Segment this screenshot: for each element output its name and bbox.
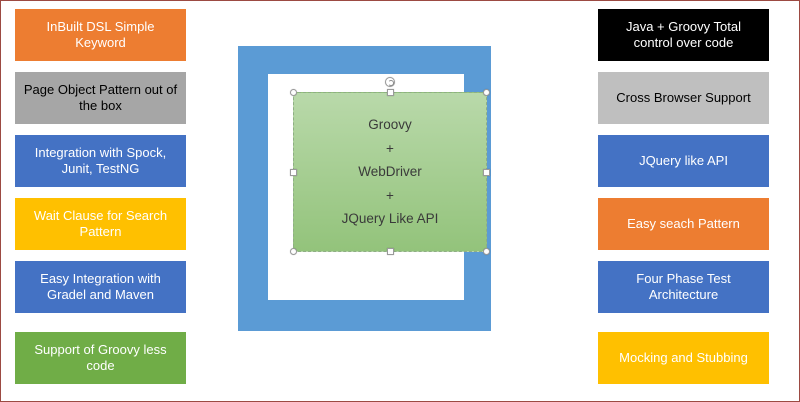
left-feature-column: InBuilt DSL Simple Keyword Page Object P…	[15, 9, 186, 384]
left-feature-box: Integration with Spock, Junit, TestNG	[15, 135, 186, 187]
right-feature-box: Java + Groovy Total control over code	[598, 9, 769, 61]
right-feature-box: JQuery like API	[598, 135, 769, 187]
left-feature-box: Page Object Pattern out of the box	[15, 72, 186, 124]
left-feature-box: Support of Groovy less code	[15, 332, 186, 384]
rotate-handle-icon[interactable]	[385, 77, 395, 87]
groovy-webdriver-shape[interactable]: Groovy + WebDriver + JQuery Like API	[290, 77, 490, 255]
right-feature-box: Cross Browser Support	[598, 72, 769, 124]
resize-handle-top-left[interactable]	[290, 89, 297, 96]
resize-handle-middle-left[interactable]	[290, 169, 297, 176]
resize-handle-middle-right[interactable]	[483, 169, 490, 176]
resize-handle-top-middle[interactable]	[387, 89, 394, 96]
right-feature-box: Mocking and Stubbing	[598, 332, 769, 384]
groovy-webdriver-label: Groovy + WebDriver + JQuery Like API	[341, 116, 439, 227]
resize-handle-top-right[interactable]	[483, 89, 490, 96]
left-feature-box: InBuilt DSL Simple Keyword	[15, 9, 186, 61]
right-feature-column: Java + Groovy Total control over code Cr…	[598, 9, 769, 384]
left-feature-box: Easy Integration with Gradel and Maven	[15, 261, 186, 313]
right-feature-box: Four Phase Test Architecture	[598, 261, 769, 313]
left-feature-box: Wait Clause for Search Pattern	[15, 198, 186, 250]
right-feature-box: Easy seach Pattern	[598, 198, 769, 250]
resize-handle-bottom-middle[interactable]	[387, 248, 394, 255]
resize-handle-bottom-right[interactable]	[483, 248, 490, 255]
resize-handle-bottom-left[interactable]	[290, 248, 297, 255]
